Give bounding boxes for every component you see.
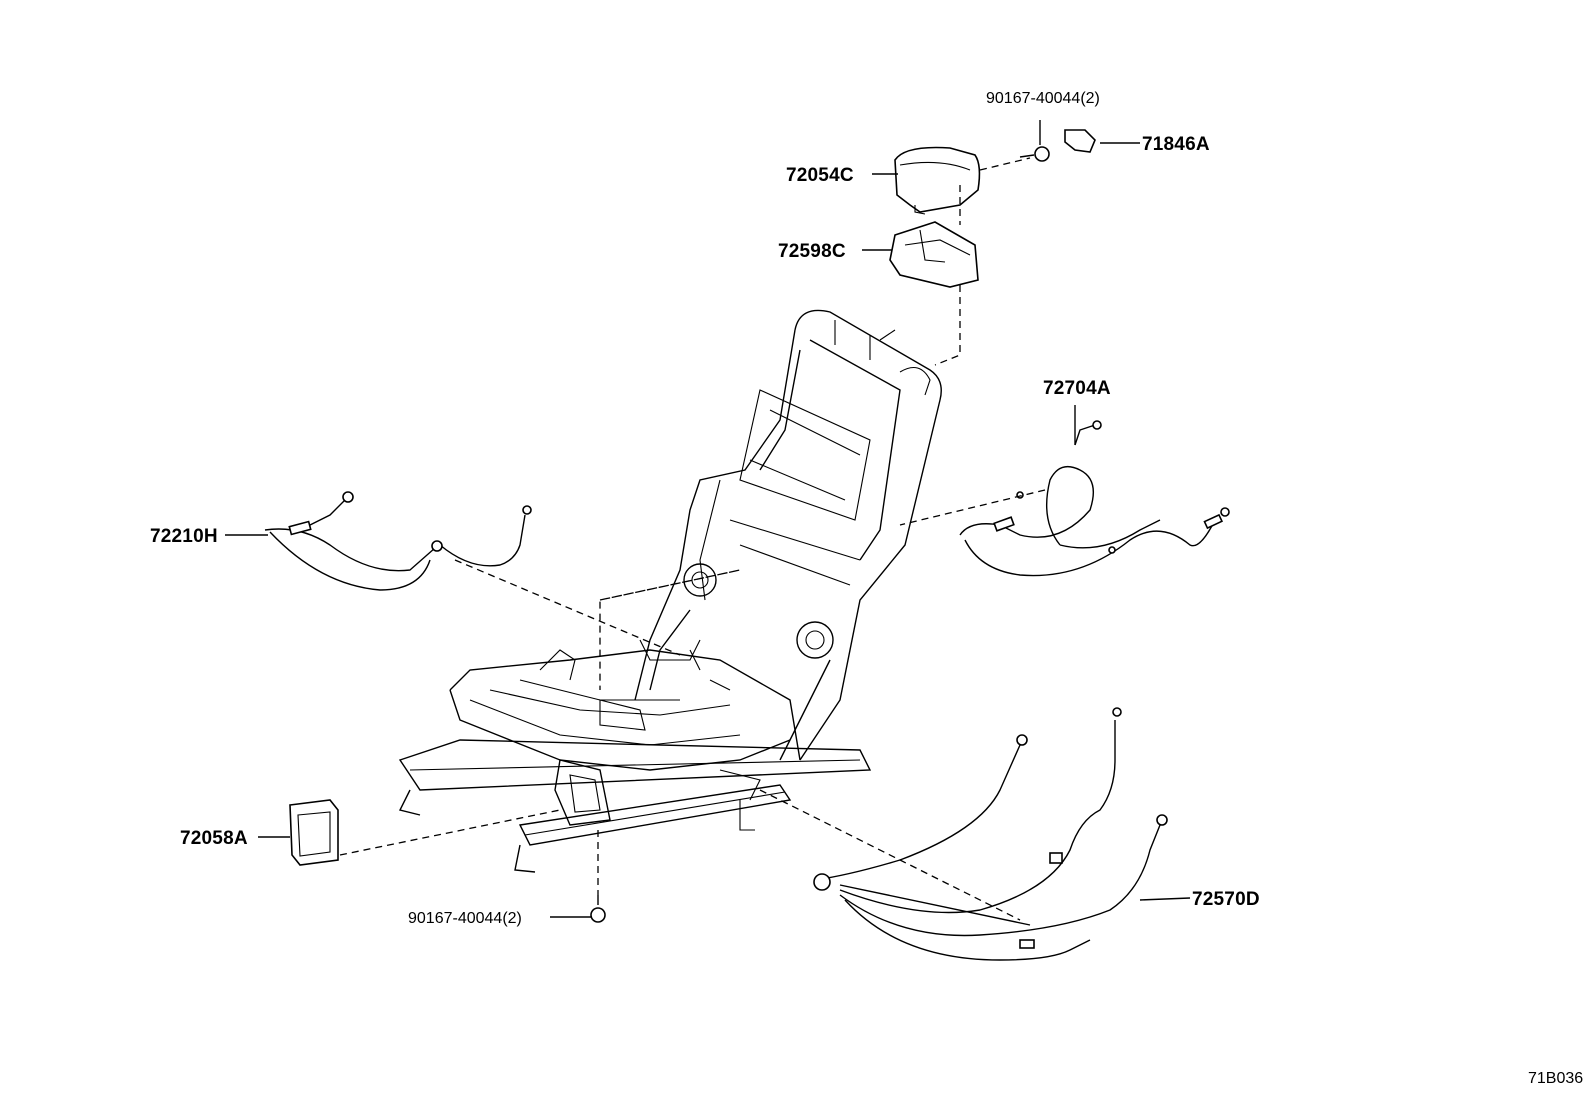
part-72058A-shape	[289, 799, 339, 866]
leader-lines	[225, 142, 1191, 918]
bolt-bottom-shape	[590, 895, 606, 923]
label-90167-40044-top: 90167-40044(2)	[986, 90, 1100, 107]
part-labels: 72054C 72598C 71846A 90167-40044(2) 7270…	[150, 90, 1583, 1087]
label-72704A: 72704A	[1043, 378, 1111, 399]
part-72598C-shape	[889, 221, 979, 288]
label-72054C: 72054C	[786, 165, 854, 186]
label-72210H: 72210H	[150, 526, 218, 547]
reference-lines	[339, 157, 1046, 921]
label-72058A: 72058A	[180, 828, 248, 849]
seat-frame	[398, 309, 942, 873]
label-90167-40044-bottom: 90167-40044(2)	[408, 910, 522, 927]
label-71846A: 71846A	[1142, 134, 1210, 155]
part-72704A-cable	[959, 420, 1230, 577]
part-71846A-shape	[1064, 129, 1096, 153]
bolt-top-shape	[1019, 120, 1050, 162]
label-72570D: 72570D	[1192, 889, 1260, 910]
part-72054C-shape	[894, 146, 981, 215]
part-72570D-cable	[813, 707, 1168, 961]
label-72598C: 72598C	[778, 241, 846, 262]
diagram-code: 71B036	[1528, 1070, 1583, 1087]
part-72210H-cable	[264, 491, 532, 591]
